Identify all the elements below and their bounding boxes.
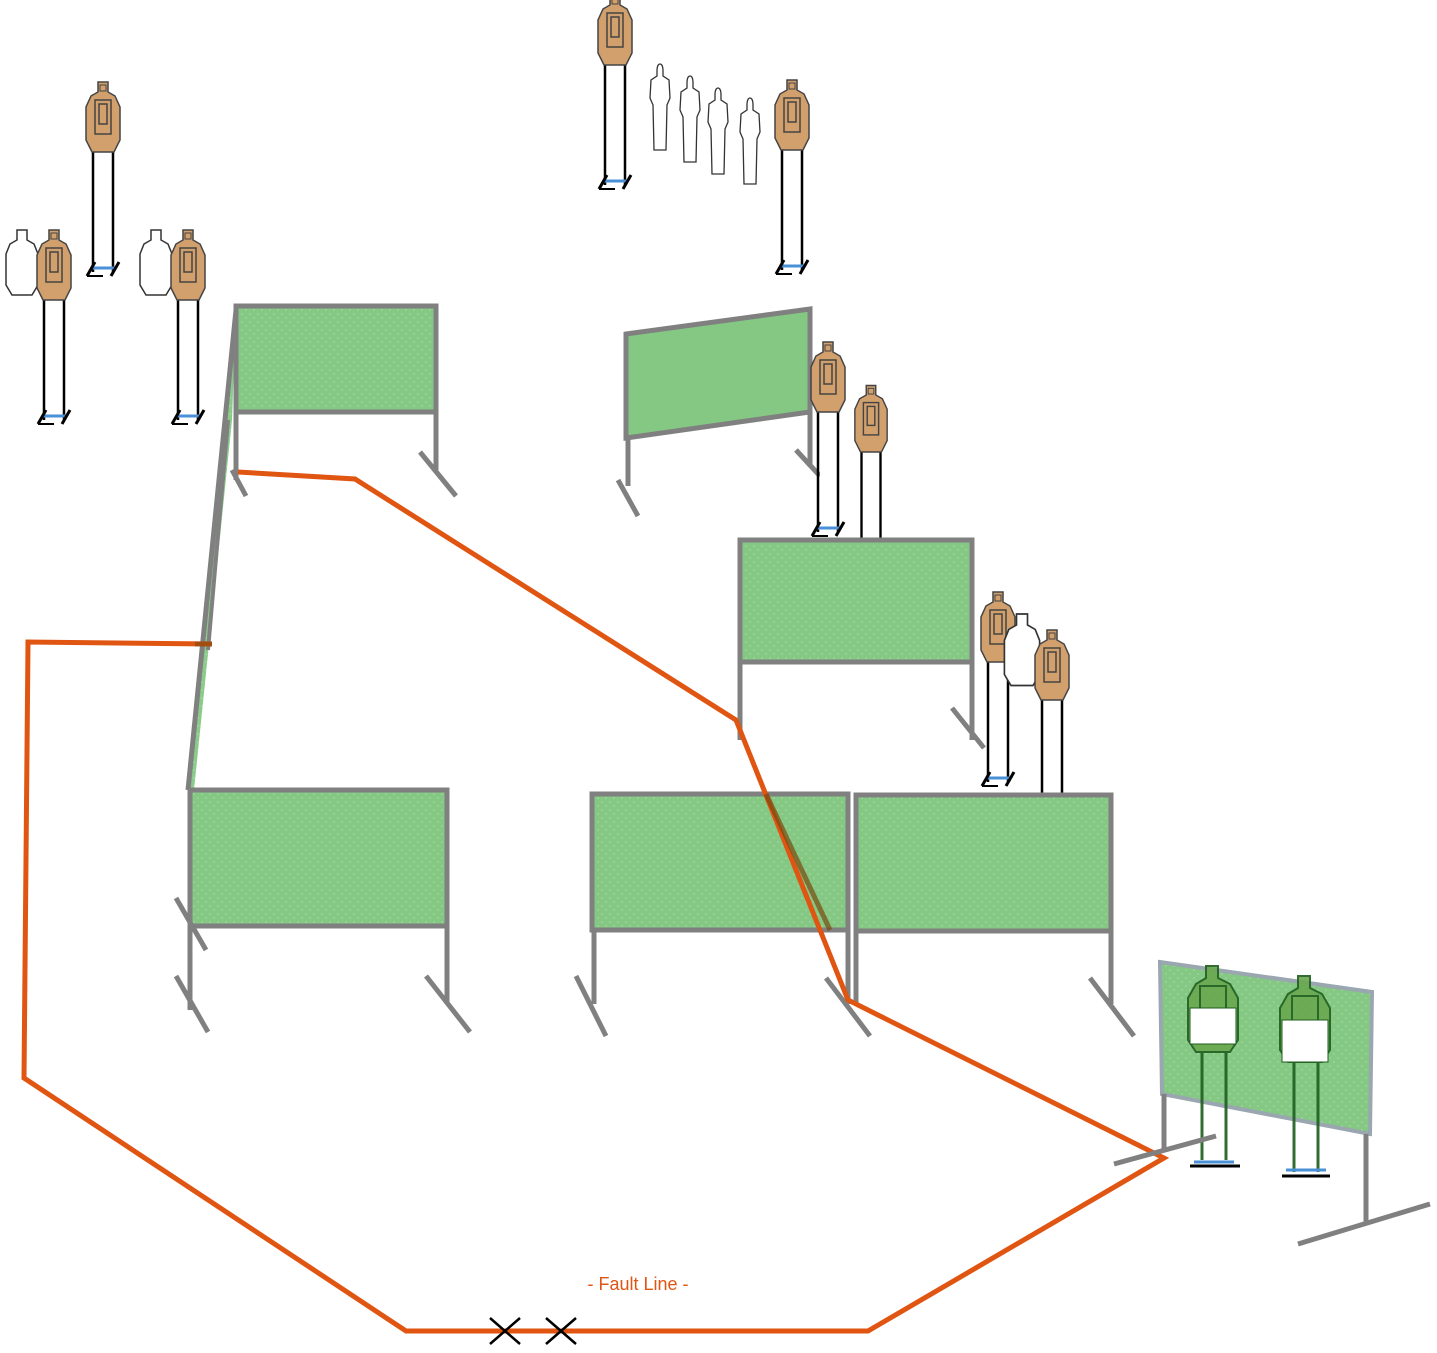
fault-line-label: - Fault Line - <box>587 1274 688 1294</box>
ipsc-target-icon <box>596 0 634 191</box>
ipsc-target-icon <box>35 228 73 426</box>
ipsc-target-icon <box>979 590 1017 788</box>
no-shoot-target-icon <box>139 229 173 296</box>
wall-top-center <box>615 306 822 518</box>
no-shoot-target-icon <box>739 97 761 185</box>
wall-lower-right <box>853 792 1136 1038</box>
right-target-group <box>979 590 1071 826</box>
hard-cover-panel <box>1189 1007 1237 1045</box>
no-shoot-target-icon <box>707 87 729 175</box>
wall-top-left <box>229 303 458 498</box>
x-mark-icon <box>489 1317 521 1345</box>
no-shoot-target-icon <box>679 75 701 163</box>
far-target-array <box>596 0 811 276</box>
ipsc-target-icon <box>773 78 811 276</box>
ipsc-target-icon <box>809 340 847 538</box>
no-shoot-target-icon <box>649 63 671 151</box>
left-target-group <box>5 80 207 426</box>
ipsc-target-icon <box>84 80 122 278</box>
fault-line <box>21 469 1170 1334</box>
wall-middle-right <box>737 537 986 750</box>
wall-lower-center <box>573 791 872 1038</box>
center-right-targets <box>809 340 889 572</box>
x-mark-icon <box>545 1317 577 1345</box>
no-shoot-target-icon <box>5 229 39 296</box>
wall-bottom-right-targets <box>1113 959 1431 1247</box>
ipsc-target-icon <box>169 228 207 426</box>
wall-lower-left <box>173 787 472 1034</box>
hard-cover-panel <box>1281 1019 1329 1063</box>
